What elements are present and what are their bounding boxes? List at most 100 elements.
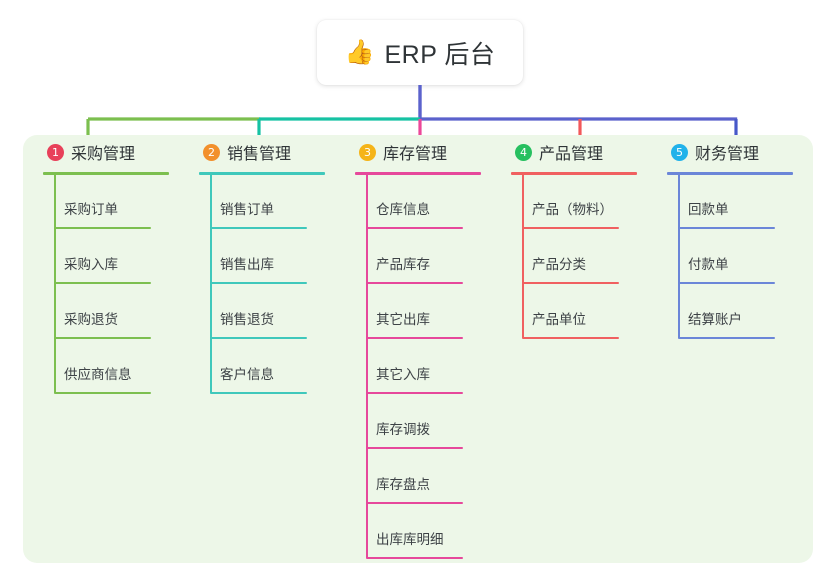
branch-items-1: 采购订单采购入库采购退货供应商信息 bbox=[33, 174, 193, 394]
leaf-item[interactable]: 库存盘点 bbox=[345, 449, 505, 504]
branch-badge-5: 5 bbox=[671, 143, 688, 161]
leaf-item-rule bbox=[210, 227, 307, 229]
branch-column-2: 2 销售管理销售订单销售出库销售退货客户信息 bbox=[189, 135, 345, 563]
branch-header-rule-3 bbox=[355, 172, 481, 175]
leaf-item-label: 其它出库 bbox=[376, 312, 430, 327]
leaf-item[interactable]: 销售订单 bbox=[189, 174, 349, 229]
leaf-item[interactable]: 产品库存 bbox=[345, 229, 505, 284]
root-node-content: 👍 ERP 后台 bbox=[345, 35, 496, 71]
leaf-item-rule bbox=[54, 392, 151, 394]
leaf-item-label: 产品分类 bbox=[532, 257, 586, 272]
leaf-item-rule bbox=[678, 282, 775, 284]
leaf-item[interactable]: 采购订单 bbox=[33, 174, 193, 229]
leaf-item[interactable]: 产品单位 bbox=[501, 284, 661, 339]
leaf-item-label: 采购入库 bbox=[64, 257, 118, 272]
leaf-item-rule bbox=[678, 337, 775, 339]
branch-title-1: 采购管理 bbox=[71, 146, 136, 163]
branch-header-rule-2 bbox=[199, 172, 325, 175]
branch-spine-3 bbox=[366, 173, 368, 558]
branch-header-4[interactable]: 4 产品管理 bbox=[501, 135, 657, 169]
leaf-item-label: 付款单 bbox=[688, 257, 729, 272]
leaf-item-label: 销售出库 bbox=[220, 257, 274, 272]
leaf-item-rule bbox=[366, 447, 463, 449]
leaf-item[interactable]: 出库库明细 bbox=[345, 504, 505, 559]
branch-header-5[interactable]: 5 财务管理 bbox=[657, 135, 813, 169]
leaf-item[interactable]: 库存调拨 bbox=[345, 394, 505, 449]
branch-items-3: 仓库信息产品库存其它出库其它入库库存调拨库存盘点出库库明细 bbox=[345, 174, 505, 559]
branch-badge-1: 1 bbox=[47, 143, 64, 161]
branch-spine-5 bbox=[678, 173, 680, 338]
leaf-item-label: 产品（物料） bbox=[532, 202, 613, 217]
branch-spine-4 bbox=[522, 173, 524, 338]
branch-title-5: 财务管理 bbox=[695, 146, 760, 163]
branch-column-1: 1 采购管理采购订单采购入库采购退货供应商信息 bbox=[33, 135, 189, 563]
leaf-item-rule bbox=[522, 227, 619, 229]
branch-badge-2: 2 bbox=[203, 143, 220, 161]
leaf-item-label: 销售订单 bbox=[220, 202, 274, 217]
leaf-item[interactable]: 销售退货 bbox=[189, 284, 349, 339]
leaf-item-label: 产品单位 bbox=[532, 312, 586, 327]
leaf-item-label: 仓库信息 bbox=[376, 202, 430, 217]
branch-badge-3: 3 bbox=[359, 143, 376, 161]
branch-items-4: 产品（物料） 产品分类产品单位 bbox=[501, 174, 661, 339]
leaf-item[interactable]: 采购入库 bbox=[33, 229, 193, 284]
branch-header-rule-4 bbox=[511, 172, 637, 175]
leaf-item-rule bbox=[54, 227, 151, 229]
branch-title-2: 销售管理 bbox=[227, 146, 292, 163]
root-node-card[interactable]: 👍 ERP 后台 bbox=[317, 20, 523, 85]
branch-header-1[interactable]: 1 采购管理 bbox=[33, 135, 189, 169]
leaf-item-rule bbox=[210, 337, 307, 339]
branch-column-4: 4 产品管理产品（物料） 产品分类产品单位 bbox=[501, 135, 657, 563]
leaf-item-rule bbox=[366, 227, 463, 229]
leaf-item-label: 结算账户 bbox=[688, 312, 742, 327]
leaf-item-label: 采购订单 bbox=[64, 202, 118, 217]
leaf-item-rule bbox=[366, 557, 463, 559]
leaf-item-label: 其它入库 bbox=[376, 367, 430, 382]
branch-items-2: 销售订单销售出库销售退货客户信息 bbox=[189, 174, 349, 394]
leaf-item-rule bbox=[366, 502, 463, 504]
branch-header-2[interactable]: 2 销售管理 bbox=[189, 135, 345, 169]
branch-header-rule-5 bbox=[667, 172, 793, 175]
leaf-item[interactable]: 产品（物料） bbox=[501, 174, 661, 229]
leaf-item[interactable]: 付款单 bbox=[657, 229, 817, 284]
branch-badge-4: 4 bbox=[515, 143, 532, 161]
leaf-item-label: 出库库明细 bbox=[376, 532, 444, 547]
leaf-item[interactable]: 回款单 bbox=[657, 174, 817, 229]
leaf-item-rule bbox=[522, 337, 619, 339]
branch-items-5: 回款单付款单结算账户 bbox=[657, 174, 817, 339]
leaf-item-rule bbox=[54, 337, 151, 339]
leaf-item-label: 库存调拨 bbox=[376, 422, 430, 437]
leaf-item[interactable]: 仓库信息 bbox=[345, 174, 505, 229]
leaf-item[interactable]: 其它出库 bbox=[345, 284, 505, 339]
leaf-item[interactable]: 采购退货 bbox=[33, 284, 193, 339]
leaf-item[interactable]: 销售出库 bbox=[189, 229, 349, 284]
leaf-item-label: 客户信息 bbox=[220, 367, 274, 382]
leaf-item-rule bbox=[678, 227, 775, 229]
branches-panel bbox=[23, 135, 813, 563]
branch-column-5: 5 财务管理回款单付款单结算账户 bbox=[657, 135, 813, 563]
branch-header-rule-1 bbox=[43, 172, 169, 175]
leaf-item-rule bbox=[210, 392, 307, 394]
leaf-item-label: 销售退货 bbox=[220, 312, 274, 327]
leaf-item-rule bbox=[210, 282, 307, 284]
leaf-item-label: 采购退货 bbox=[64, 312, 118, 327]
leaf-item[interactable]: 产品分类 bbox=[501, 229, 661, 284]
branch-header-3[interactable]: 3 库存管理 bbox=[345, 135, 501, 169]
leaf-item-rule bbox=[54, 282, 151, 284]
leaf-item-label: 回款单 bbox=[688, 202, 729, 217]
thumbs-up-icon: 👍 bbox=[344, 38, 375, 66]
leaf-item-label: 供应商信息 bbox=[64, 367, 132, 382]
leaf-item[interactable]: 结算账户 bbox=[657, 284, 817, 339]
leaf-item[interactable]: 供应商信息 bbox=[33, 339, 193, 394]
leaf-item[interactable]: 客户信息 bbox=[189, 339, 349, 394]
leaf-item-label: 库存盘点 bbox=[376, 477, 430, 492]
leaf-item-rule bbox=[366, 282, 463, 284]
leaf-item-rule bbox=[522, 282, 619, 284]
leaf-item[interactable]: 其它入库 bbox=[345, 339, 505, 394]
leaf-item-rule bbox=[366, 392, 463, 394]
branch-title-3: 库存管理 bbox=[383, 146, 448, 163]
branch-title-4: 产品管理 bbox=[539, 146, 604, 163]
branch-columns: 1 采购管理采购订单采购入库采购退货供应商信息 2 销售管理销售订单销售出库销售退货客… bbox=[23, 135, 813, 563]
root-node-title: ERP 后台 bbox=[384, 40, 496, 69]
